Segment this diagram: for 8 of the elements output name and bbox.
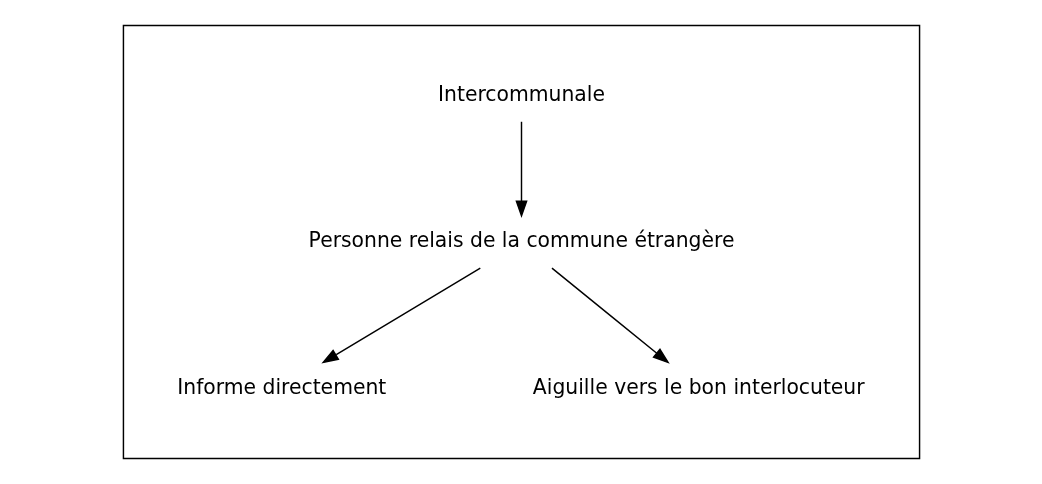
node-text: Aiguille vers le bon interlocuteur [532, 375, 865, 400]
arrow [550, 267, 670, 364]
node-text: Intercommunale [437, 81, 605, 106]
arrow [514, 121, 528, 218]
node-text: Personne relais de la commune étrangère [308, 228, 734, 253]
arrow [320, 267, 481, 364]
node-text: Informe directement [176, 375, 386, 400]
cluster [122, 24, 920, 460]
